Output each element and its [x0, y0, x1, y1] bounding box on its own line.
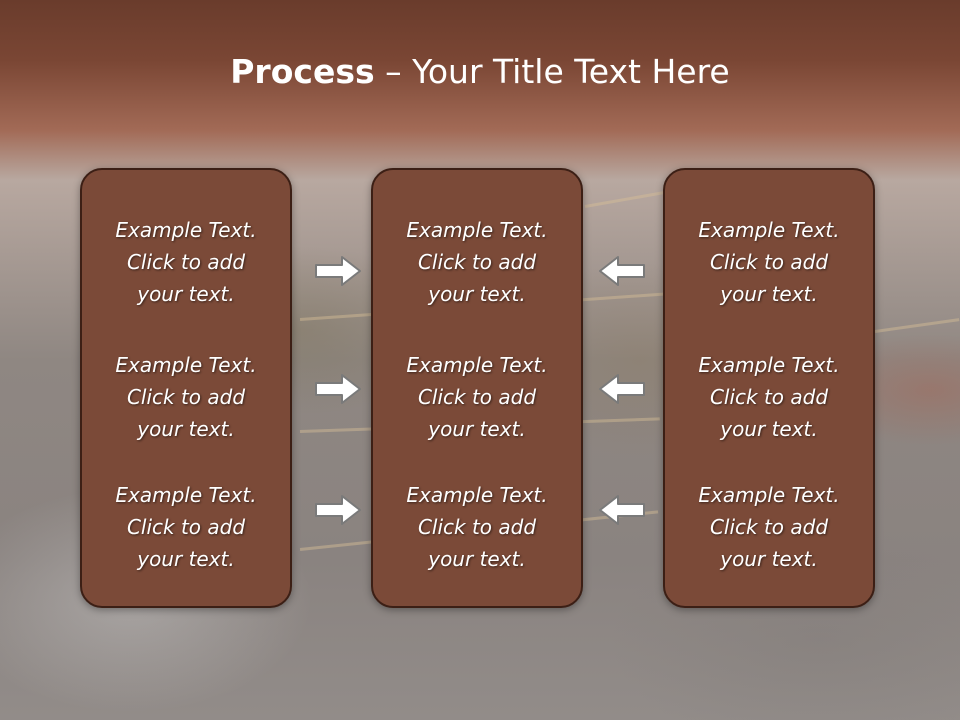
text-line: your text.: [720, 282, 818, 306]
text-line: your text.: [720, 417, 818, 441]
title-rest-text: Your Title Text Here: [412, 52, 730, 91]
text-placeholder[interactable]: Example Text. Click to add your text.: [373, 479, 581, 575]
text-line: Click to add: [709, 250, 829, 274]
arrow-left-icon[interactable]: [598, 372, 646, 406]
text-line: your text.: [428, 417, 526, 441]
text-line: Click to add: [709, 385, 829, 409]
text-placeholder[interactable]: Example Text. Click to add your text.: [665, 214, 873, 310]
text-line: Example Text.: [115, 218, 257, 242]
text-line: Example Text.: [115, 483, 257, 507]
text-placeholder[interactable]: Example Text. Click to add your text.: [82, 214, 290, 310]
title-dash: –: [374, 52, 413, 91]
process-box-center[interactable]: Example Text. Click to add your text. Ex…: [371, 168, 583, 608]
text-line: your text.: [137, 547, 235, 571]
text-line: Example Text.: [406, 353, 548, 377]
text-line: your text.: [137, 282, 235, 306]
text-line: Click to add: [417, 515, 537, 539]
text-line: Click to add: [126, 385, 246, 409]
text-placeholder[interactable]: Example Text. Click to add your text.: [665, 349, 873, 445]
arrow-right-icon[interactable]: [314, 372, 362, 406]
text-line: Click to add: [126, 515, 246, 539]
text-line: your text.: [428, 547, 526, 571]
text-placeholder[interactable]: Example Text. Click to add your text.: [665, 479, 873, 575]
text-line: Example Text.: [698, 483, 840, 507]
text-line: Click to add: [417, 385, 537, 409]
text-placeholder[interactable]: Example Text. Click to add your text.: [373, 349, 581, 445]
text-line: Example Text.: [115, 353, 257, 377]
text-line: Example Text.: [698, 353, 840, 377]
text-line: your text.: [720, 547, 818, 571]
text-line: Example Text.: [698, 218, 840, 242]
arrow-right-icon[interactable]: [314, 254, 362, 288]
text-line: Click to add: [709, 515, 829, 539]
arrow-right-icon[interactable]: [314, 493, 362, 527]
arrow-left-icon[interactable]: [598, 493, 646, 527]
title-bold-text: Process: [230, 52, 375, 91]
text-line: Click to add: [417, 250, 537, 274]
text-line: your text.: [428, 282, 526, 306]
arrow-left-icon[interactable]: [598, 254, 646, 288]
text-placeholder[interactable]: Example Text. Click to add your text.: [82, 349, 290, 445]
process-box-right[interactable]: Example Text. Click to add your text. Ex…: [663, 168, 875, 608]
text-line: your text.: [137, 417, 235, 441]
process-box-left[interactable]: Example Text. Click to add your text. Ex…: [80, 168, 292, 608]
text-placeholder[interactable]: Example Text. Click to add your text.: [373, 214, 581, 310]
slide-title[interactable]: Process – Your Title Text Here: [0, 52, 960, 91]
text-line: Click to add: [126, 250, 246, 274]
text-line: Example Text.: [406, 218, 548, 242]
text-line: Example Text.: [406, 483, 548, 507]
text-placeholder[interactable]: Example Text. Click to add your text.: [82, 479, 290, 575]
